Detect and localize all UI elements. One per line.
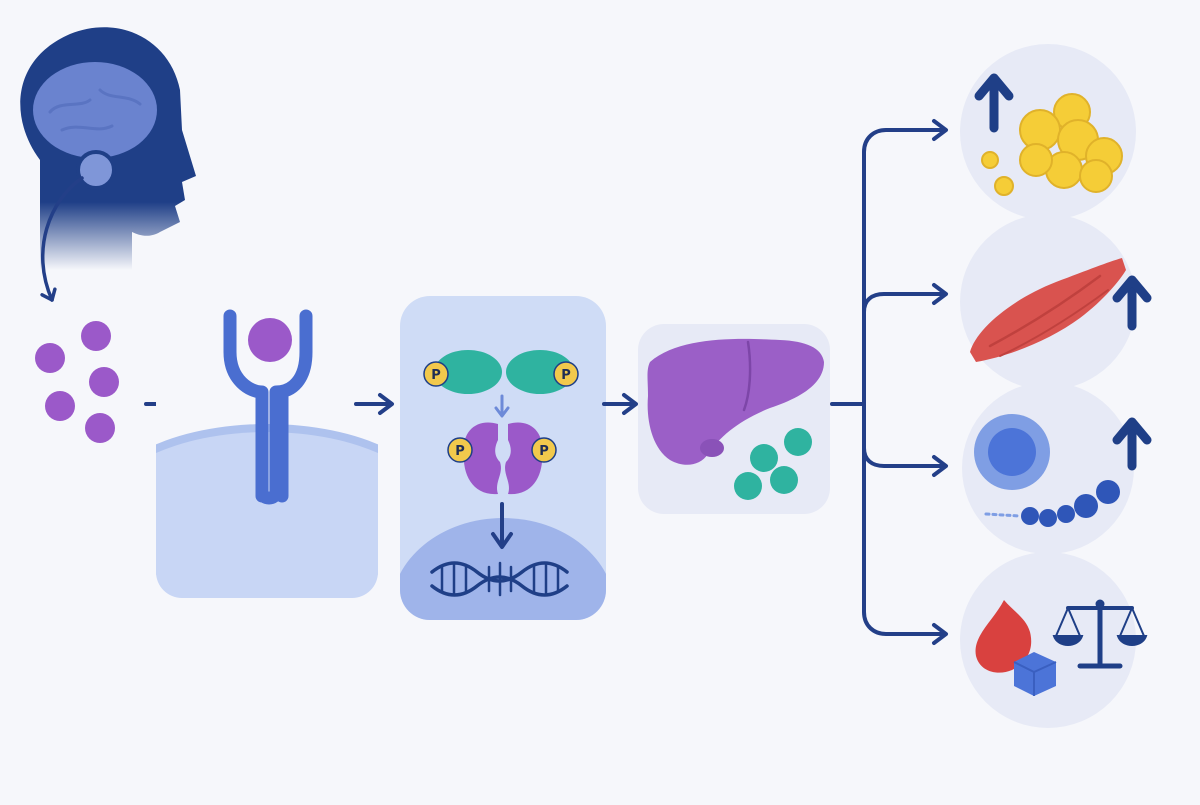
secretion-arrow: [40, 176, 84, 302]
flow-arrow: [602, 393, 638, 415]
phospho-badge: P: [423, 361, 449, 387]
fat-cells-icon: [981, 93, 1123, 196]
outcome-fat: [960, 44, 1136, 220]
phospho-badge: P: [447, 437, 473, 463]
phospho-badge: P: [531, 437, 557, 463]
svg-text:P: P: [539, 444, 549, 459]
dimer-left: [463, 422, 501, 495]
outcome-muscle: [960, 214, 1152, 390]
balance-scale-icon: [1052, 599, 1148, 669]
kinase: [434, 350, 502, 394]
outcome-bone-growth: [962, 382, 1152, 554]
glucose-particles: [734, 428, 812, 500]
signaling-panel: [400, 296, 606, 620]
svg-text:P: P: [455, 444, 465, 459]
muscle-icon: [970, 258, 1126, 362]
dna-icon: [430, 561, 569, 597]
increase-arrow-icon: [1112, 275, 1152, 331]
phosphorylation-cascade-icon: P P P P: [423, 350, 579, 549]
bound-hormone: [248, 318, 292, 362]
blood-drop-icon: [975, 600, 1032, 673]
hormone-particle: [85, 413, 115, 443]
phospho-badge: P: [553, 361, 579, 387]
membrane-receptor-icon: [223, 309, 313, 505]
hormone-particles-icon: [35, 321, 119, 443]
svg-text:P: P: [431, 368, 441, 383]
hormone-particle: [89, 367, 119, 397]
svg-text:P: P: [561, 368, 571, 383]
hormone-particle: [35, 343, 65, 373]
branching-connector: [830, 119, 948, 645]
bone-cell-icon: [974, 414, 1120, 527]
outcome-metabolic-balance: [960, 552, 1148, 728]
liver-panel: [638, 324, 830, 514]
hormone-particle: [45, 391, 75, 421]
increase-arrow-icon: [1112, 417, 1152, 471]
hormone-particle: [81, 321, 111, 351]
increase-arrow-icon: [974, 73, 1014, 133]
sugar-cube-icon: [1013, 652, 1057, 696]
head-brain-icon: [20, 27, 196, 270]
flow-arrow: [354, 393, 394, 415]
dimer-right: [505, 422, 543, 495]
liver-icon: [647, 338, 824, 465]
